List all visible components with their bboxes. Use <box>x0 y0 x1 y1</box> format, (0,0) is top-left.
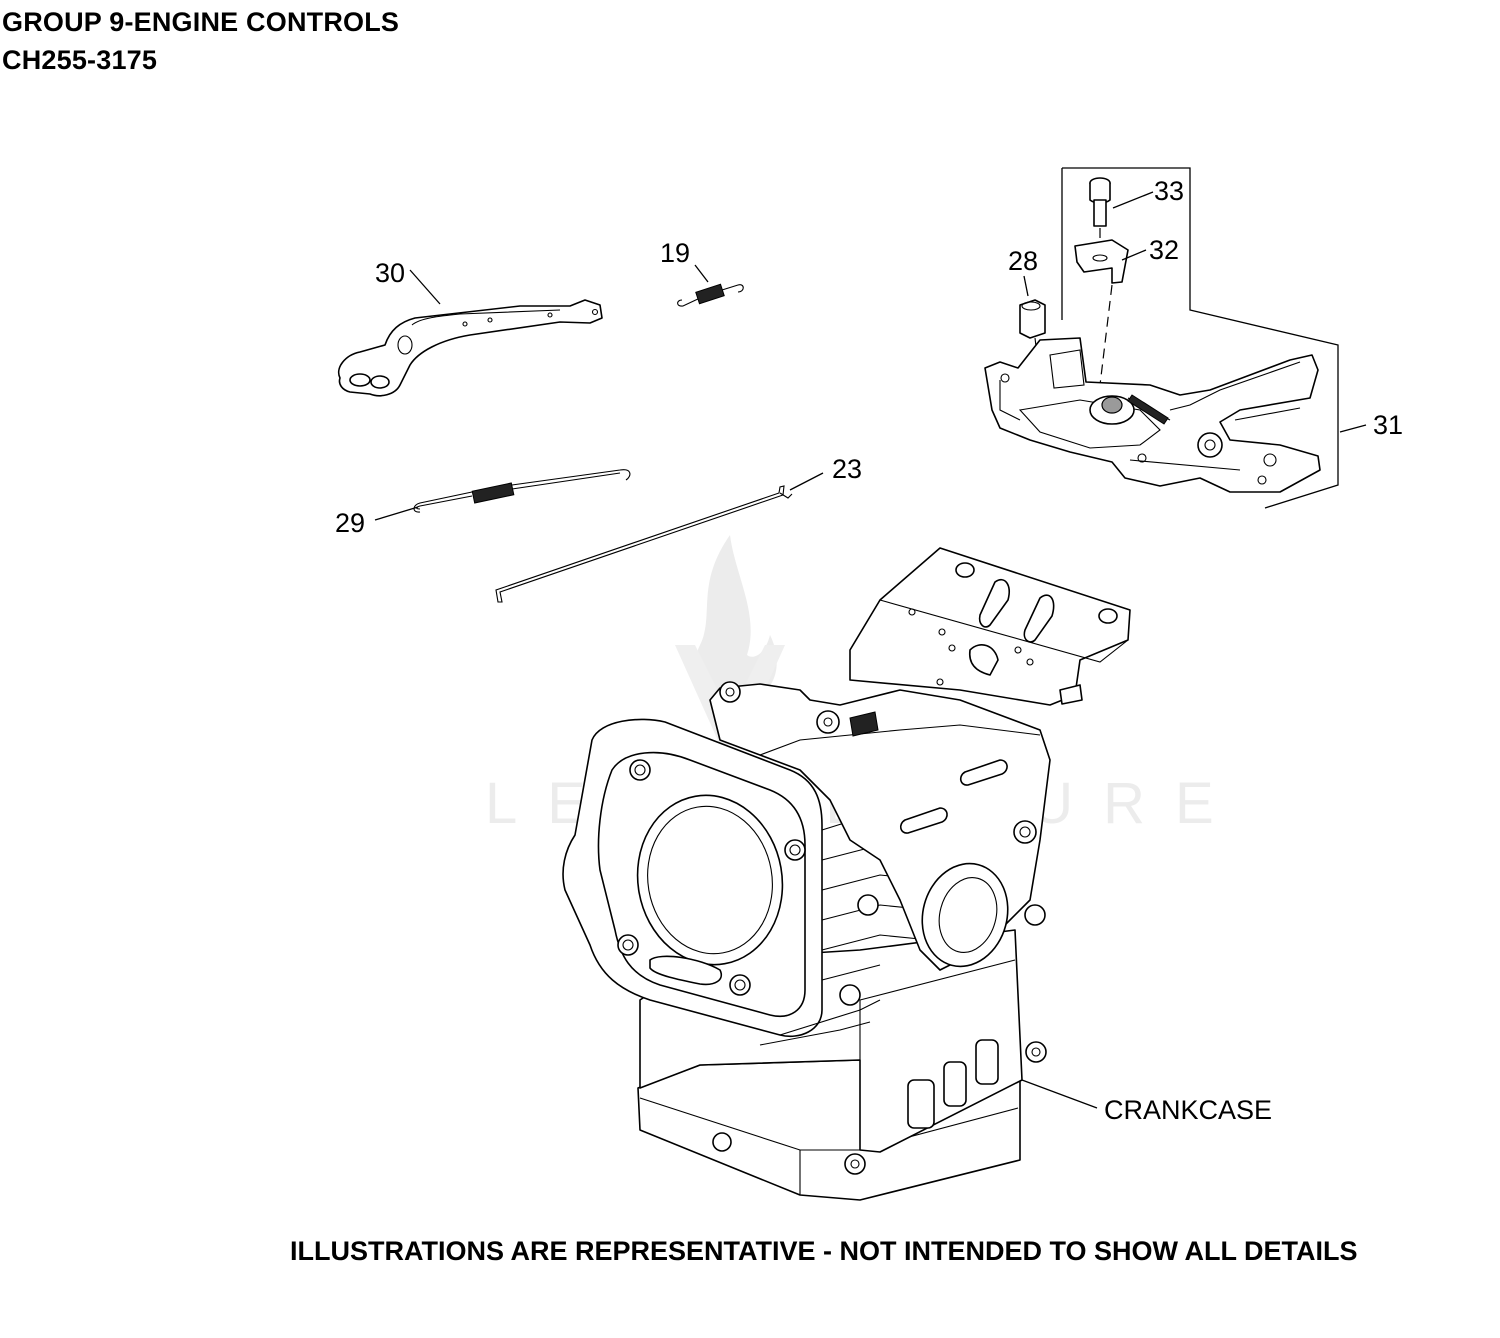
leader-29 <box>374 506 419 521</box>
callout-30: 30 <box>375 258 405 288</box>
assembly-bracket <box>1061 167 1339 509</box>
page-title: GROUP 9-ENGINE CONTROLS <box>2 7 400 37</box>
callout-23: 23 <box>832 454 862 484</box>
leader-23 <box>789 472 824 491</box>
leader-19 <box>694 264 709 283</box>
disclaimer-footer: ILLUSTRATIONS ARE REPRESENTATIVE - NOT I… <box>290 1236 1358 1266</box>
crankcase-part <box>562 547 1131 1201</box>
spring-rod-part-29 <box>413 469 631 513</box>
callout-28: 28 <box>1008 246 1038 276</box>
leader-32 <box>1121 249 1147 261</box>
leader-crankcase <box>1021 1079 1098 1109</box>
leader-30 <box>409 269 441 305</box>
callout-32: 32 <box>1149 235 1179 265</box>
spring-part-19 <box>677 283 744 307</box>
throttle-link-part-23 <box>495 485 793 603</box>
control-bracket-part-31 <box>984 337 1321 493</box>
model-number: CH255-3175 <box>2 45 158 75</box>
leader-31 <box>1339 424 1367 433</box>
screw-part-33 <box>1089 177 1111 250</box>
callout-labels: 30 19 33 32 28 31 23 29 CRANKCASE <box>335 176 1403 1125</box>
callout-19: 19 <box>660 238 690 268</box>
callout-crankcase: CRANKCASE <box>1104 1095 1272 1125</box>
leader-lines <box>374 191 1367 1109</box>
clip-part-32 <box>1074 239 1129 386</box>
leader-33 <box>1112 191 1154 209</box>
callout-33: 33 <box>1154 176 1184 206</box>
leader-28 <box>1023 275 1029 297</box>
governor-lever-part-30 <box>338 299 603 397</box>
callout-31: 31 <box>1373 410 1403 440</box>
callout-29: 29 <box>335 508 365 538</box>
